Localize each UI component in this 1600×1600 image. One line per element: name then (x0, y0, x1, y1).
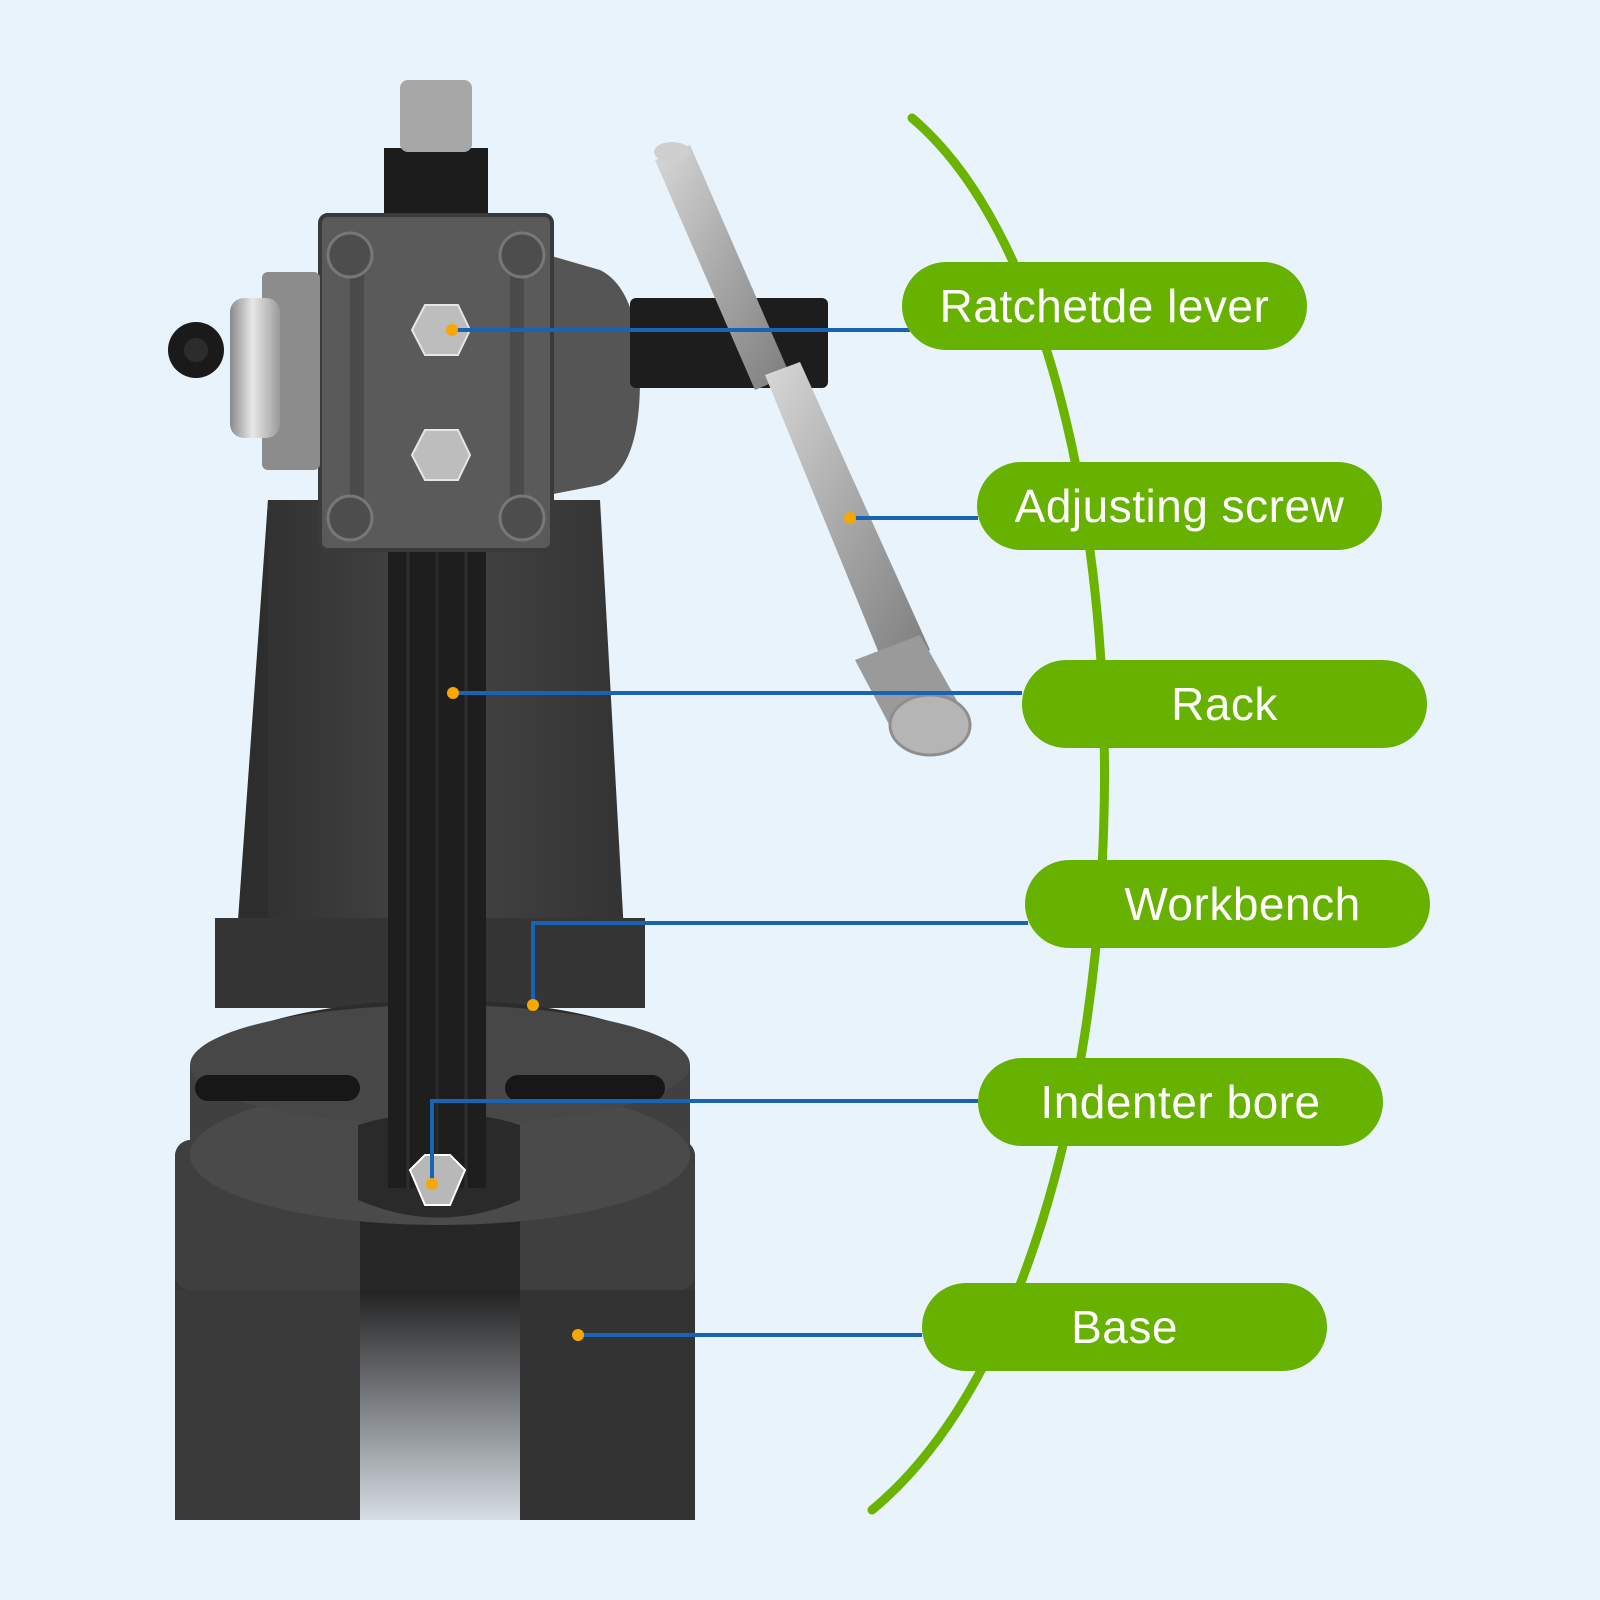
rack-bar (384, 80, 488, 1188)
indenter-bolt (408, 1154, 467, 1206)
marker-dot-ratchet-lever (446, 324, 458, 336)
label-ratchet-lever: Ratchetde lever (902, 262, 1307, 350)
marker-dot-workbench (527, 999, 539, 1011)
marker-dot-base (572, 1329, 584, 1341)
leader-line-workbench (531, 921, 1028, 1005)
label-workbench: Workbench (1025, 860, 1430, 948)
adjuster-knob (168, 272, 320, 470)
leader-line-indenter-bore (430, 1099, 978, 1184)
marker-dot-rack (447, 687, 459, 699)
label-rack: Rack (1022, 660, 1427, 748)
marker-dots (426, 324, 856, 1341)
leader-lines (430, 328, 1028, 1337)
lever-handle (654, 142, 972, 757)
marker-dot-adjusting-screw (844, 512, 856, 524)
label-indenter-bore: Indenter bore (978, 1058, 1383, 1146)
gear-housing (318, 213, 640, 552)
marker-dot-indenter-bore (426, 1178, 438, 1190)
label-base: Base (922, 1283, 1327, 1371)
label-adjusting-screw: Adjusting screw (977, 462, 1382, 550)
